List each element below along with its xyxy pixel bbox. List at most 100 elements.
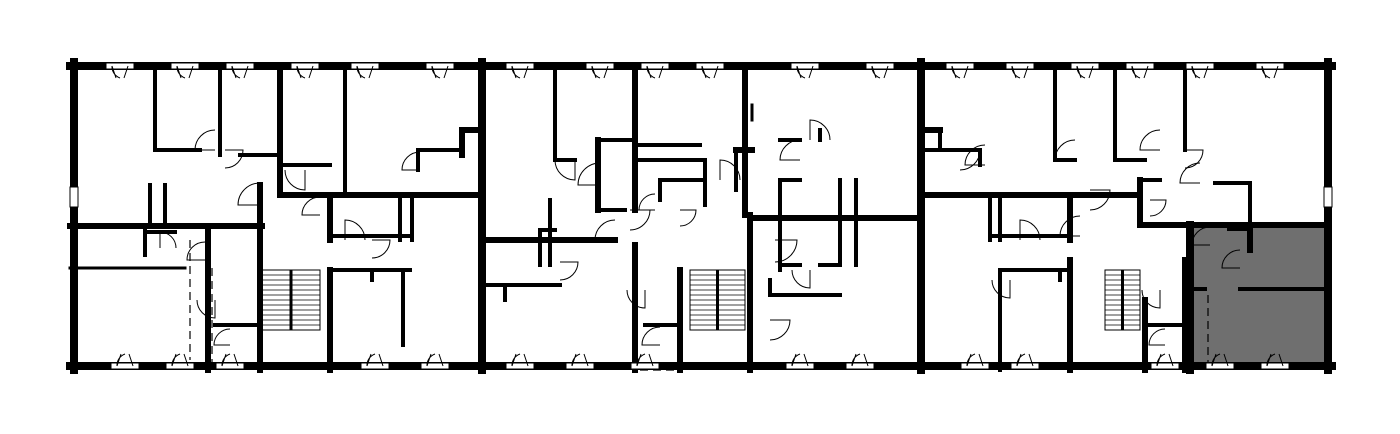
door-swing <box>1179 162 1201 184</box>
window <box>945 62 975 70</box>
window <box>420 362 450 370</box>
door-swing <box>194 129 216 151</box>
door-swing <box>1184 149 1204 169</box>
window <box>360 362 390 370</box>
windows <box>69 62 1333 370</box>
window-swing <box>111 65 129 79</box>
window-swing <box>1011 65 1029 79</box>
door-swing <box>344 219 366 241</box>
window-swing <box>1076 65 1094 79</box>
window-swing <box>646 65 664 79</box>
door-swing <box>1191 226 1211 246</box>
window <box>695 62 725 70</box>
door-swing <box>301 196 321 216</box>
door-swing <box>577 162 601 186</box>
window-swing <box>571 353 589 367</box>
door-swing <box>159 231 177 249</box>
window-swing <box>966 353 984 367</box>
window <box>69 186 79 208</box>
window-swing <box>591 65 609 79</box>
door-swing <box>964 144 986 166</box>
door-swing <box>1141 289 1161 309</box>
window <box>845 362 875 370</box>
door-swing <box>554 159 576 181</box>
door-swing <box>371 239 391 259</box>
door-swing <box>791 269 811 289</box>
window-swing <box>1211 353 1229 367</box>
window-swing <box>1016 353 1034 367</box>
door-swing <box>1019 219 1041 241</box>
window-swing <box>1266 353 1284 367</box>
door-swing <box>769 319 791 341</box>
window <box>110 362 140 370</box>
window-swing <box>426 353 444 367</box>
window-swing <box>511 65 529 79</box>
window <box>1323 186 1333 208</box>
window <box>630 362 660 370</box>
window <box>1150 362 1180 370</box>
window <box>215 362 245 370</box>
window-swing <box>791 353 809 367</box>
window-swing <box>851 353 869 367</box>
door-swing <box>284 169 306 191</box>
door-swing <box>1149 199 1167 217</box>
door-swing <box>1221 249 1241 269</box>
door-swing <box>196 299 216 319</box>
window <box>1005 62 1035 70</box>
door-swing <box>594 219 616 241</box>
door-swing <box>774 239 798 263</box>
door-swing <box>638 193 656 211</box>
door-swing <box>186 241 206 261</box>
door-swing <box>641 326 661 346</box>
window-swing <box>796 65 814 79</box>
door-swing <box>959 149 981 171</box>
window <box>425 62 455 70</box>
door-swing <box>679 209 697 227</box>
door-swing <box>401 151 421 171</box>
window-swing <box>356 65 374 79</box>
window-swing <box>1131 65 1149 79</box>
door-swing <box>719 159 741 181</box>
window-swing <box>511 353 529 367</box>
window <box>865 62 895 70</box>
window <box>1255 62 1285 70</box>
window-swing <box>1156 353 1174 367</box>
door-swing <box>237 182 261 206</box>
door-swing <box>1059 215 1081 237</box>
window-swing <box>431 65 449 79</box>
highlighted-unit[interactable] <box>1190 226 1328 368</box>
window <box>1010 362 1040 370</box>
walls <box>66 58 1336 374</box>
window <box>785 362 815 370</box>
door-swing <box>224 149 244 169</box>
window <box>1070 62 1100 70</box>
window <box>165 362 195 370</box>
window-swing <box>871 65 889 79</box>
door-swing <box>991 279 1011 299</box>
window <box>505 62 535 70</box>
window <box>290 62 320 70</box>
door-swing <box>809 119 831 141</box>
door-swing <box>626 289 646 309</box>
window-swing <box>176 65 194 79</box>
door-swing <box>1054 139 1076 161</box>
window-swing <box>296 65 314 79</box>
door-swing <box>1089 189 1111 211</box>
window <box>1125 62 1155 70</box>
window-swing <box>1191 65 1209 79</box>
window <box>1260 362 1290 370</box>
window-swing <box>221 353 239 367</box>
window <box>585 62 615 70</box>
window <box>1185 62 1215 70</box>
window <box>105 62 135 70</box>
window <box>790 62 820 70</box>
window <box>960 362 990 370</box>
door-swing <box>1148 328 1166 346</box>
window-swing <box>231 65 249 79</box>
stairs <box>261 269 1141 331</box>
window-swing <box>116 353 134 367</box>
doors <box>159 119 1241 346</box>
window-swing <box>636 353 654 367</box>
door-swing <box>779 139 801 161</box>
